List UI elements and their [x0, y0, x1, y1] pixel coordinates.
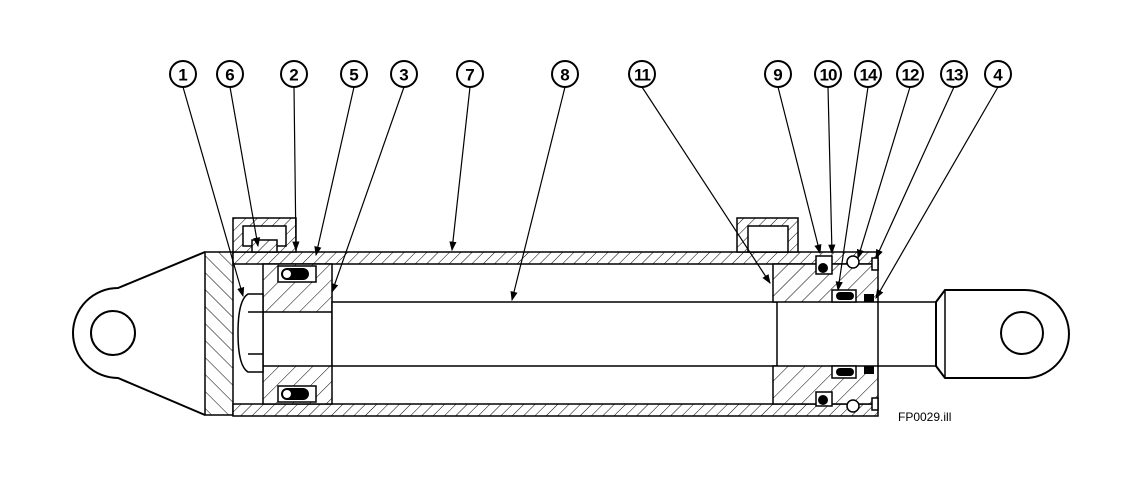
piston-nut — [237, 293, 264, 373]
piston-rod — [331, 301, 778, 367]
leader-line — [875, 86, 999, 300]
callout-circle — [896, 60, 924, 88]
leader-line — [449, 86, 471, 252]
callout-13: 13 — [875, 60, 968, 260]
callout-circle — [456, 60, 484, 88]
callout-number: 11 — [634, 66, 651, 85]
callout-number: 7 — [465, 66, 474, 85]
callout-7: 7 — [449, 60, 484, 252]
leader-line — [292, 86, 300, 252]
callout-14: 14 — [835, 60, 882, 292]
callout-circle — [169, 60, 197, 88]
callout-6: 6 — [216, 60, 261, 248]
callout-circle — [940, 60, 968, 88]
callout-circle — [280, 60, 308, 88]
leader-line — [835, 86, 869, 292]
leader-line — [777, 86, 822, 255]
callout-number: 14 — [860, 66, 878, 85]
callout-11: 11 — [628, 60, 771, 285]
callout-circle — [984, 60, 1012, 88]
callout-5: 5 — [314, 60, 368, 257]
leader-line — [182, 86, 245, 298]
callout-circle — [390, 60, 418, 88]
clevis-eye — [90, 310, 136, 356]
leader-line — [641, 86, 771, 285]
leader-line — [229, 86, 261, 248]
callout-3: 3 — [331, 60, 418, 294]
port-right — [736, 217, 799, 253]
callout-circle — [814, 60, 842, 88]
piston — [262, 263, 333, 405]
leader-line — [331, 86, 405, 294]
callout-circle — [764, 60, 792, 88]
end-cap — [204, 251, 234, 416]
callout-12: 12 — [856, 60, 924, 260]
callout-number: 13 — [946, 66, 963, 85]
callout-4: 4 — [875, 60, 1012, 300]
piston-seal-bottom — [277, 385, 317, 403]
callout-circle — [216, 60, 244, 88]
callout-number: 9 — [773, 66, 782, 85]
callout-number: 4 — [993, 66, 1003, 85]
leader-line — [875, 86, 955, 260]
rod-extension — [877, 301, 937, 367]
callout-8: 8 — [510, 60, 579, 302]
callout-number: 12 — [902, 66, 919, 85]
gland — [772, 255, 879, 413]
callout-circle — [854, 60, 882, 88]
clevis-mount — [72, 251, 206, 416]
callout-10: 10 — [814, 60, 842, 255]
callout-number: 2 — [289, 66, 298, 85]
callout-2: 2 — [280, 60, 308, 252]
rod-end-eye — [935, 289, 1070, 379]
leader-line — [856, 86, 911, 260]
callout-circle — [628, 60, 656, 88]
callout-9: 9 — [764, 60, 822, 255]
callout-number: 8 — [560, 66, 569, 85]
leader-line — [510, 86, 566, 302]
piston-seal-top — [277, 265, 317, 283]
callout-number: 3 — [399, 66, 408, 85]
callout-circle — [340, 60, 368, 88]
callout-number: 6 — [225, 66, 234, 85]
callout-circle — [551, 60, 579, 88]
leader-line — [314, 86, 355, 257]
callout-1: 1 — [169, 60, 245, 298]
figure-id: FP0029.ill — [898, 410, 951, 424]
callout-number: 1 — [178, 66, 187, 85]
callout-number: 10 — [820, 66, 837, 85]
port-left — [232, 217, 297, 253]
leader-line — [827, 86, 836, 255]
callout-number: 5 — [349, 66, 358, 85]
